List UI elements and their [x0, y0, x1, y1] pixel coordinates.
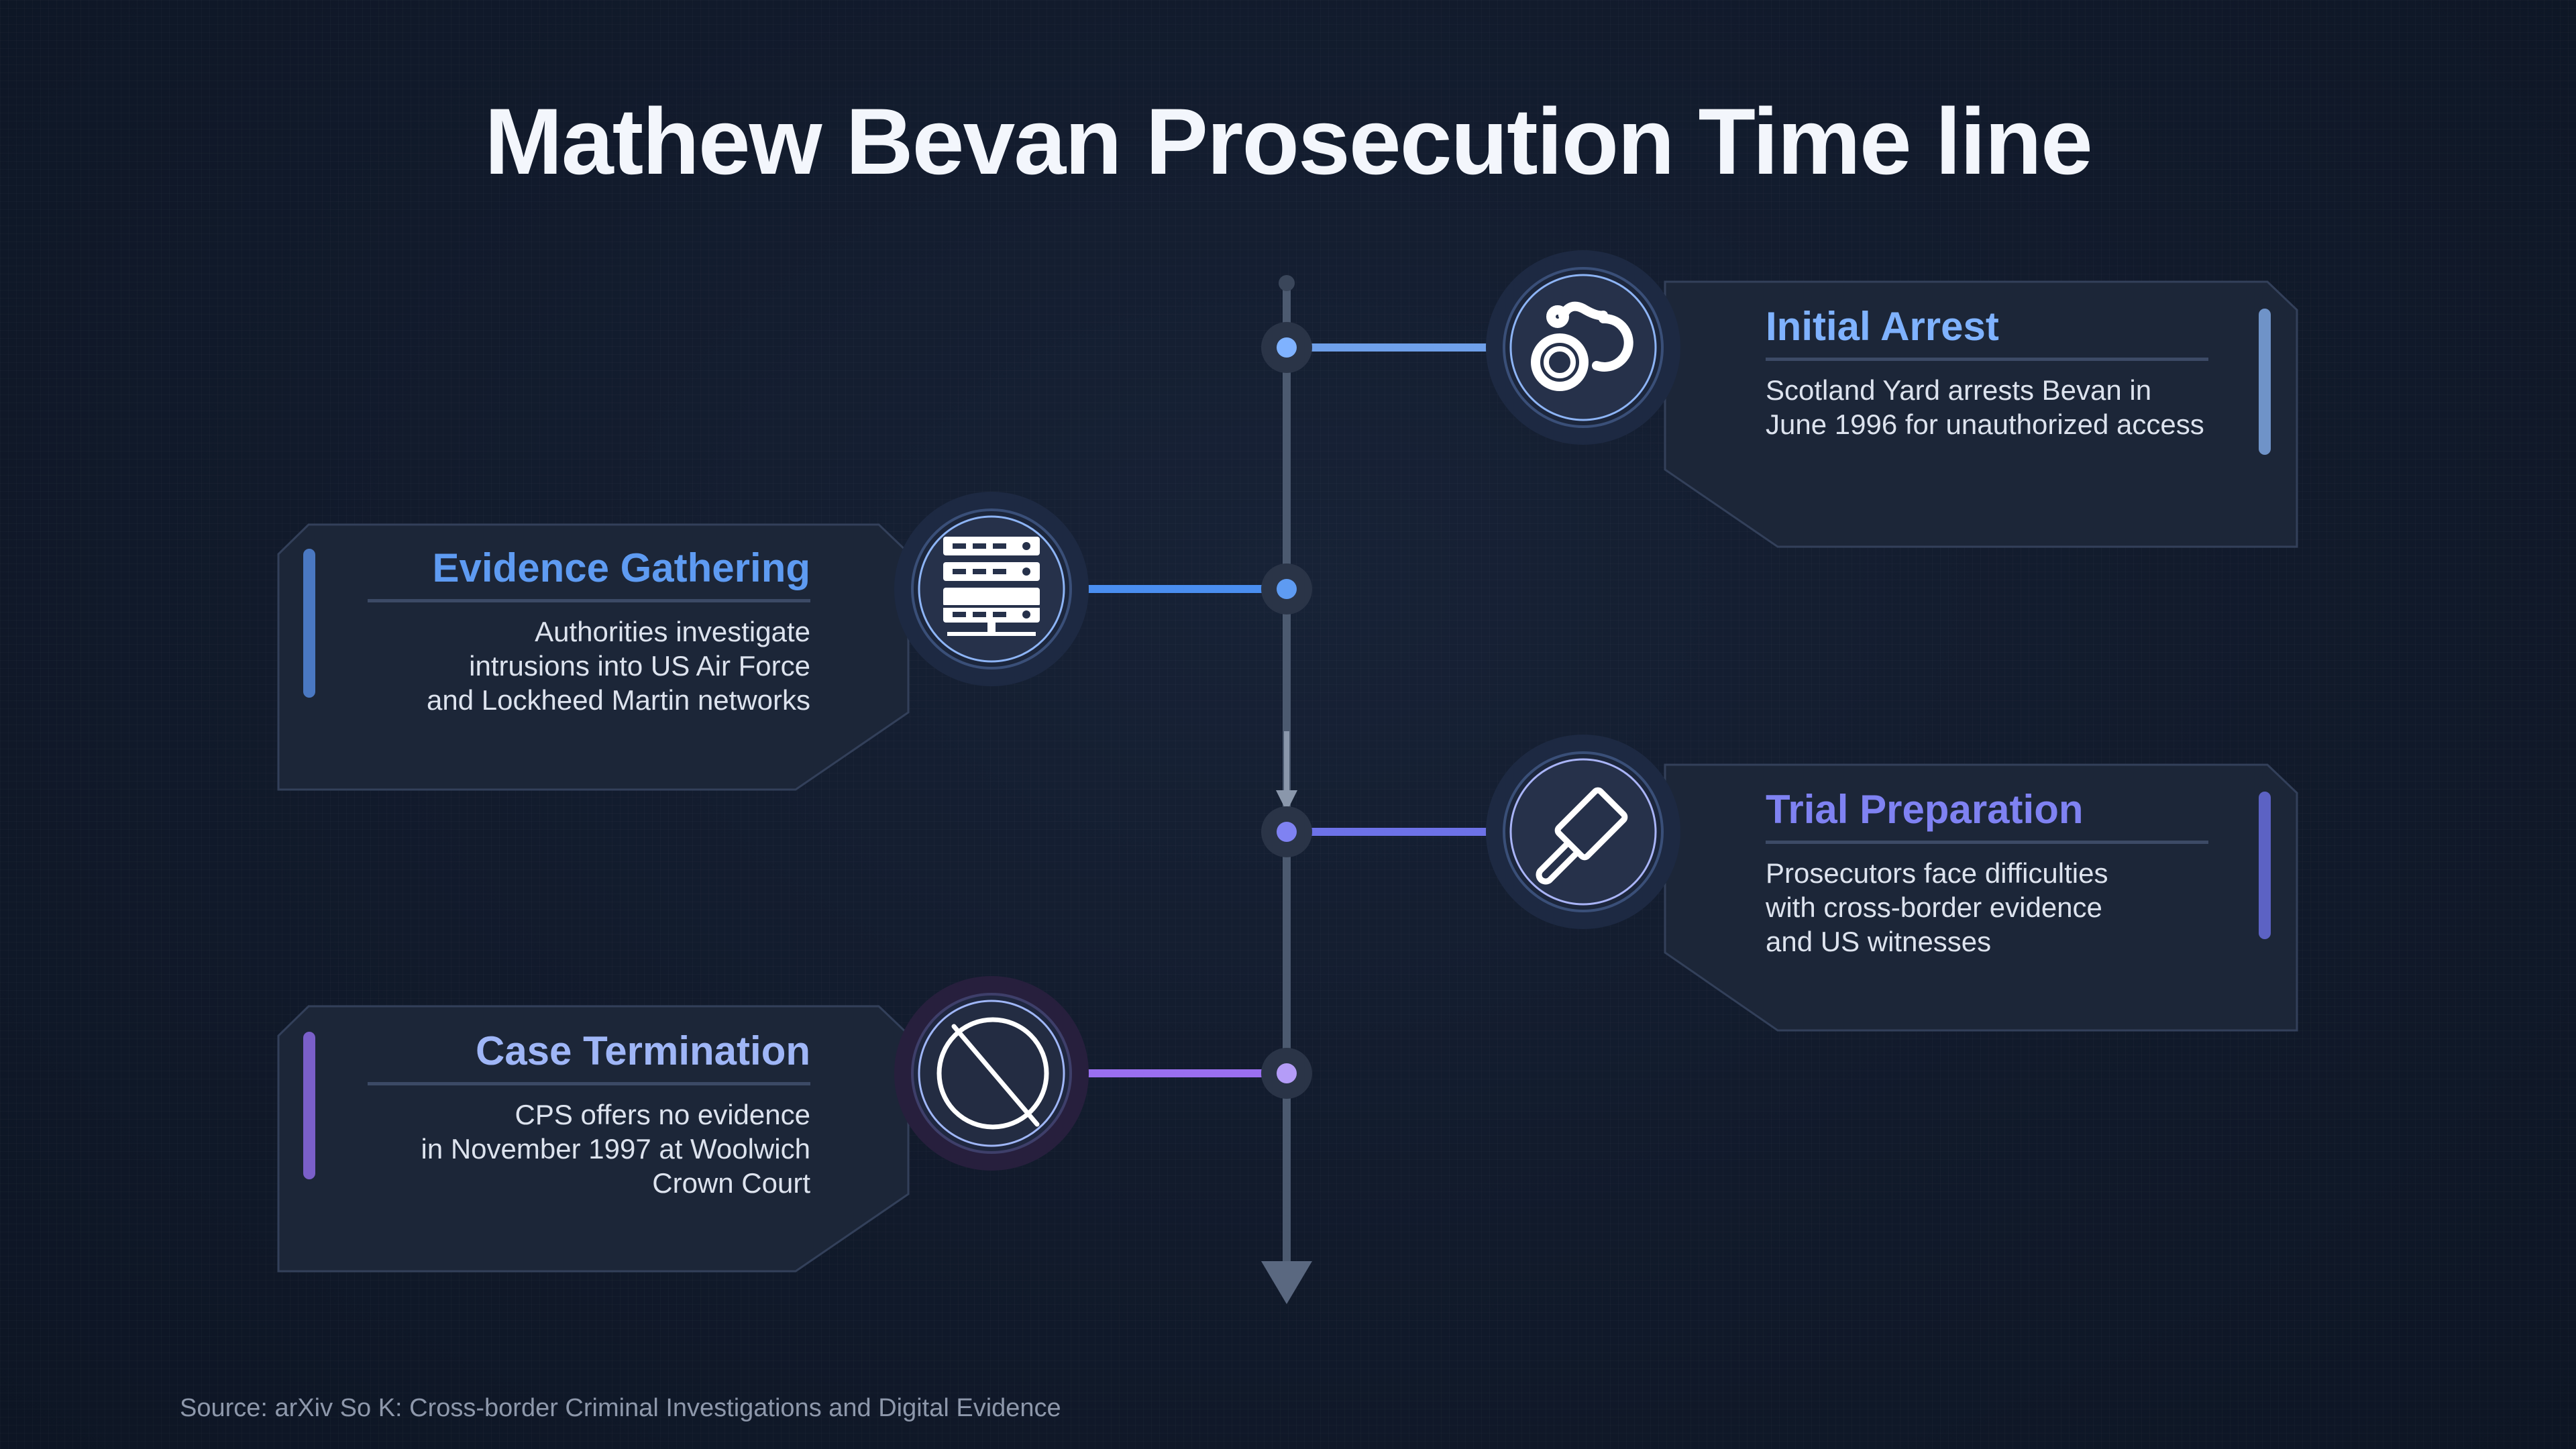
- event-text-initial-arrest: Initial Arrest Scotland Yard arrests Bev…: [1766, 303, 2208, 441]
- node-2: [1277, 579, 1297, 599]
- node-4: [1277, 1063, 1297, 1083]
- node-3: [1277, 822, 1297, 842]
- event-card-initial-arrest: [1664, 280, 2298, 548]
- event-card-evidence-gathering: [277, 523, 910, 791]
- prohibited-icon: [936, 1017, 1049, 1130]
- event-text-evidence-gathering: Evidence Gathering Authorities investiga…: [368, 545, 810, 717]
- source-caption: Source: arXiv So K: Cross-border Crimina…: [180, 1394, 1061, 1422]
- icon-badge-trial-preparation: [1486, 735, 1680, 929]
- accent-bar: [303, 1032, 315, 1179]
- title-divider: [1766, 358, 2208, 361]
- title-divider: [368, 1082, 810, 1085]
- accent-bar: [2259, 792, 2271, 939]
- spine-mid-arrow: [1276, 790, 1297, 812]
- event-title: Evidence Gathering: [432, 545, 811, 590]
- event-title: Case Termination: [475, 1028, 810, 1073]
- event-text-trial-preparation: Trial Preparation Prosecutors face diffi…: [1766, 786, 2208, 959]
- event-description: Scotland Yard arrests Bevan in June 1996…: [1766, 374, 2204, 440]
- event-card-case-termination: [277, 1005, 910, 1273]
- page-title: Mathew Bevan Prosecution Time line: [484, 89, 2093, 194]
- event-description: CPS offers no evidence in November 1997 …: [421, 1099, 810, 1199]
- title-divider: [1766, 841, 2208, 844]
- event-description: Authorities investigate intrusions into …: [427, 616, 810, 716]
- card-panel: [277, 1005, 910, 1273]
- gavel-icon: [1536, 787, 1628, 885]
- icon-badge-evidence-gathering: [894, 492, 1089, 686]
- spine-start-dot: [1279, 275, 1295, 291]
- card-panel: [1664, 280, 2298, 548]
- icon-badge-initial-arrest: [1486, 250, 1680, 445]
- event-card-trial-preparation: [1664, 763, 2298, 1032]
- accent-bar: [2259, 309, 2271, 455]
- server-icon: [943, 537, 1040, 636]
- title-divider: [368, 599, 810, 602]
- accent-bar: [303, 549, 315, 698]
- event-title: Trial Preparation: [1766, 787, 2084, 832]
- spine-end-arrow: [1261, 1261, 1312, 1304]
- card-panel: [1664, 763, 2298, 1032]
- event-description: Prosecutors face difficulties with cross…: [1766, 857, 2108, 957]
- icon-badge-case-termination: [894, 976, 1089, 1171]
- card-panel: [277, 523, 910, 791]
- handcuffs-icon: [1531, 301, 1633, 391]
- event-title: Initial Arrest: [1766, 304, 1999, 349]
- event-text-case-termination: Case Termination CPS offers no evidence …: [368, 1028, 810, 1200]
- node-1: [1277, 337, 1297, 358]
